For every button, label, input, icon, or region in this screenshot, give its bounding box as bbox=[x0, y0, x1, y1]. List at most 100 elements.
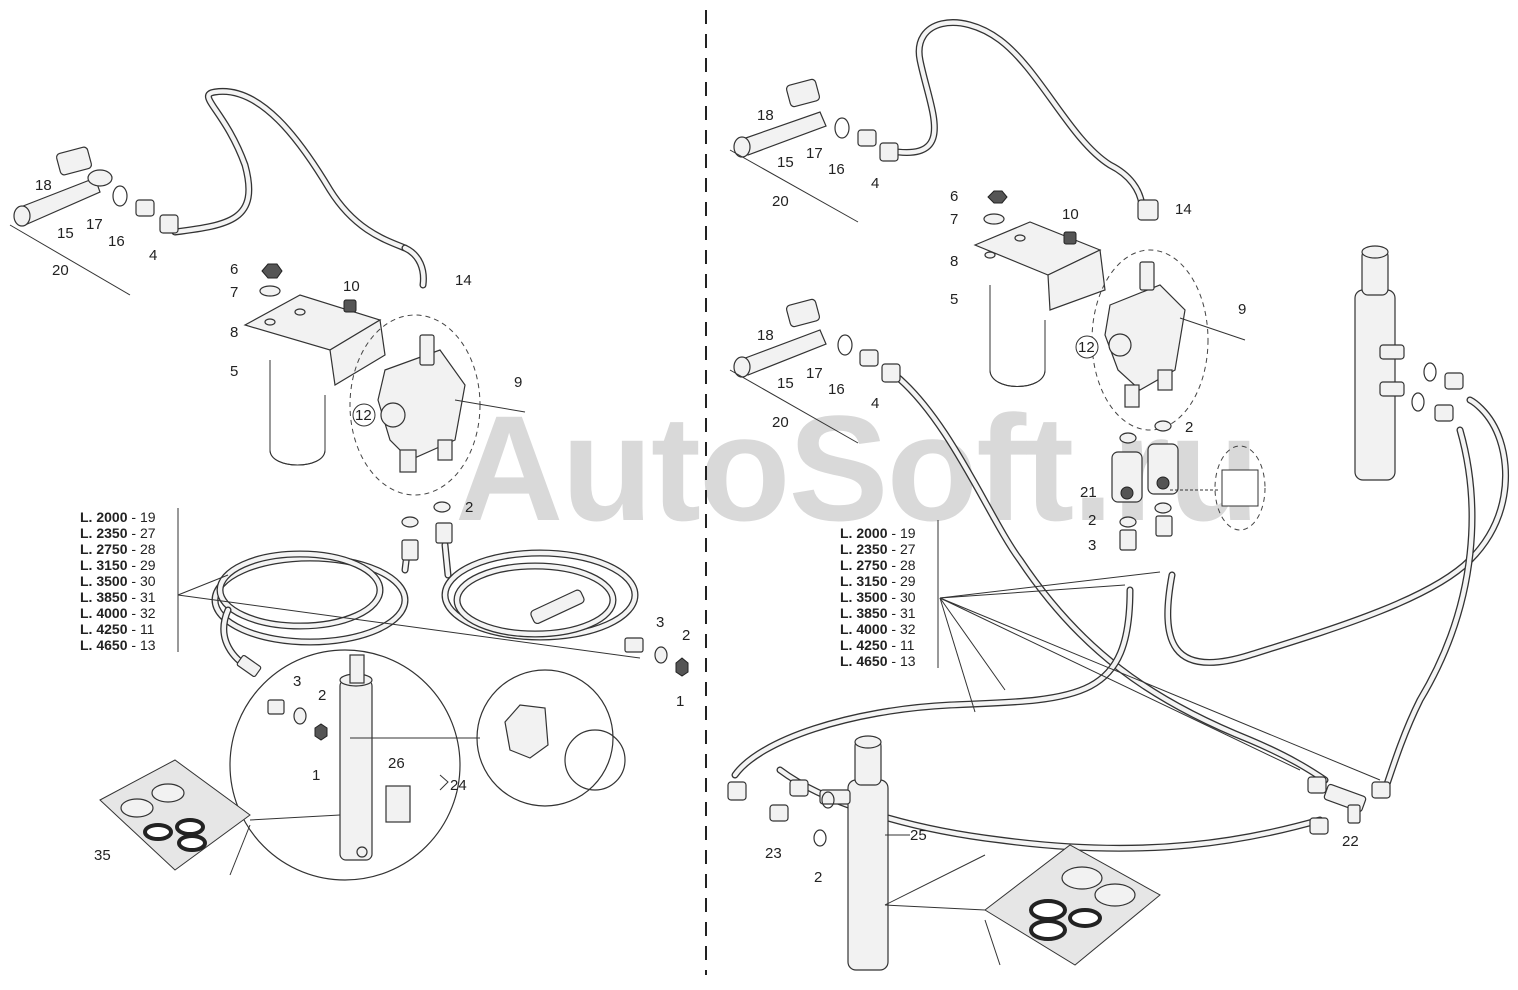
callout-4: 4 bbox=[149, 247, 157, 264]
callout-20: 20 bbox=[772, 193, 789, 210]
callout-14: 14 bbox=[455, 272, 472, 289]
left-seal-kit-35 bbox=[99, 759, 341, 876]
callout-5: 5 bbox=[230, 363, 238, 380]
callout-2b: 2 bbox=[1088, 512, 1096, 529]
length-row: L. 4250 - 11 bbox=[840, 637, 915, 653]
length-row: L. 2750 - 28 bbox=[80, 541, 156, 557]
callout-2c: 2 bbox=[814, 869, 822, 886]
callout-2b: 2 bbox=[682, 627, 690, 644]
callout-8: 8 bbox=[230, 324, 238, 341]
callout-15: 15 bbox=[57, 225, 74, 242]
right-long-hose-a bbox=[891, 371, 1329, 784]
callout-16b: 16 bbox=[828, 381, 845, 398]
right-callouts: 18 15 17 16 4 20 14 6 7 10 8 5 9 12 18 1… bbox=[757, 107, 1359, 886]
right-bracket-assembly bbox=[973, 190, 1106, 387]
length-row: L. 3850 - 31 bbox=[840, 605, 916, 621]
callout-25: 25 bbox=[910, 827, 927, 844]
right-upper-hose bbox=[881, 19, 1146, 209]
left-bracket-assembly bbox=[243, 263, 386, 466]
callout-12: 12 bbox=[355, 407, 372, 424]
callout-7: 7 bbox=[230, 284, 238, 301]
callout-1b: 1 bbox=[312, 767, 320, 784]
length-row: L. 3850 - 31 bbox=[80, 589, 156, 605]
right-coupler-assembly-top bbox=[733, 78, 899, 162]
right-table-leaders bbox=[939, 571, 1381, 781]
callout-1a: 1 bbox=[676, 693, 684, 710]
right-panel: 18 15 17 16 4 20 14 6 7 10 8 5 9 12 18 1… bbox=[727, 19, 1510, 971]
hose-end-4 bbox=[159, 214, 179, 234]
right-upper-cylinder bbox=[1354, 245, 1464, 481]
callout-15: 15 bbox=[777, 154, 794, 171]
callout-3b: 3 bbox=[293, 673, 301, 690]
plug-10 bbox=[343, 299, 357, 313]
left-length-table: L. 2000 - 19 L. 2350 - 27 L. 2750 - 28 L… bbox=[80, 508, 179, 653]
u-bolt-5 bbox=[269, 360, 326, 466]
length-row: L. 2000 - 19 bbox=[80, 509, 156, 525]
callout-4: 4 bbox=[871, 175, 879, 192]
label-plate-26 bbox=[385, 785, 411, 823]
length-row: L. 3150 - 29 bbox=[80, 557, 156, 573]
length-row: L. 3500 - 30 bbox=[840, 589, 916, 605]
callout-23: 23 bbox=[765, 845, 782, 862]
callout-12: 12 bbox=[1078, 339, 1095, 356]
nut-6 bbox=[261, 263, 283, 279]
callout-17: 17 bbox=[86, 216, 103, 233]
callout-16: 16 bbox=[828, 161, 845, 178]
callout-14: 14 bbox=[1175, 201, 1192, 218]
length-row: L. 4650 - 13 bbox=[80, 637, 156, 653]
callout-3a: 3 bbox=[656, 614, 664, 631]
callout-2: 2 bbox=[1185, 419, 1193, 436]
left-coil-hose-a bbox=[211, 541, 412, 672]
callout-18: 18 bbox=[757, 107, 774, 124]
callout-4b: 4 bbox=[871, 395, 879, 412]
length-row: L. 2000 - 19 bbox=[840, 525, 916, 541]
right-seal-kit bbox=[884, 844, 1161, 966]
callout-18b: 18 bbox=[757, 327, 774, 344]
length-row: L. 3150 - 29 bbox=[840, 573, 916, 589]
cylinder-24 bbox=[339, 679, 373, 861]
callout-2c: 2 bbox=[318, 687, 326, 704]
callout-9: 9 bbox=[1238, 301, 1246, 318]
length-row: L. 4250 - 11 bbox=[80, 621, 155, 637]
tee-fitting-22 bbox=[1307, 776, 1391, 835]
callout-5: 5 bbox=[950, 291, 958, 308]
callout-20: 20 bbox=[52, 262, 69, 279]
right-check-valves-21 bbox=[1111, 420, 1266, 551]
right-lower-cylinder-25 bbox=[727, 735, 910, 971]
seal-ring-17 bbox=[112, 185, 128, 207]
callout-6: 6 bbox=[950, 188, 958, 205]
right-length-table: L. 2000 - 19 L. 2350 - 27 L. 2750 - 28 L… bbox=[840, 520, 939, 669]
callout-8: 8 bbox=[950, 253, 958, 270]
quick-coupler-18 bbox=[55, 146, 93, 176]
callout-15b: 15 bbox=[777, 375, 794, 392]
left-control-valve-12 bbox=[349, 314, 526, 496]
callout-35: 35 bbox=[94, 847, 111, 864]
callout-20b: 20 bbox=[772, 414, 789, 431]
callout-16: 16 bbox=[108, 233, 125, 250]
right-control-valve-12 bbox=[1091, 199, 1246, 431]
callout-26: 26 bbox=[388, 755, 405, 772]
callout-2a: 2 bbox=[465, 499, 473, 516]
callout-21: 21 bbox=[1080, 484, 1097, 501]
left-upper-hose bbox=[171, 87, 427, 289]
adapter-16 bbox=[135, 199, 155, 217]
callout-10: 10 bbox=[343, 278, 360, 295]
length-row: L. 2350 - 27 bbox=[80, 525, 156, 541]
callout-3: 3 bbox=[1088, 537, 1096, 554]
callout-10: 10 bbox=[1062, 206, 1079, 223]
left-panel: 18 15 17 16 4 20 14 6 7 10 8 5 9 12 2 3 … bbox=[9, 87, 690, 881]
washer-7 bbox=[259, 285, 281, 297]
right-coupler-assembly-bottom bbox=[733, 298, 901, 383]
length-row: L. 4000 - 32 bbox=[840, 621, 916, 637]
left-coil-hose-b bbox=[441, 541, 639, 641]
callout-17: 17 bbox=[806, 145, 823, 162]
callout-22: 22 bbox=[1342, 833, 1359, 850]
length-row: L. 3500 - 30 bbox=[80, 573, 156, 589]
bolt-9 bbox=[454, 399, 526, 413]
callout-17b: 17 bbox=[806, 365, 823, 382]
callout-9: 9 bbox=[514, 374, 522, 391]
callout-7: 7 bbox=[950, 211, 958, 228]
callout-6: 6 bbox=[230, 261, 238, 278]
left-coupler-assembly bbox=[13, 146, 179, 234]
